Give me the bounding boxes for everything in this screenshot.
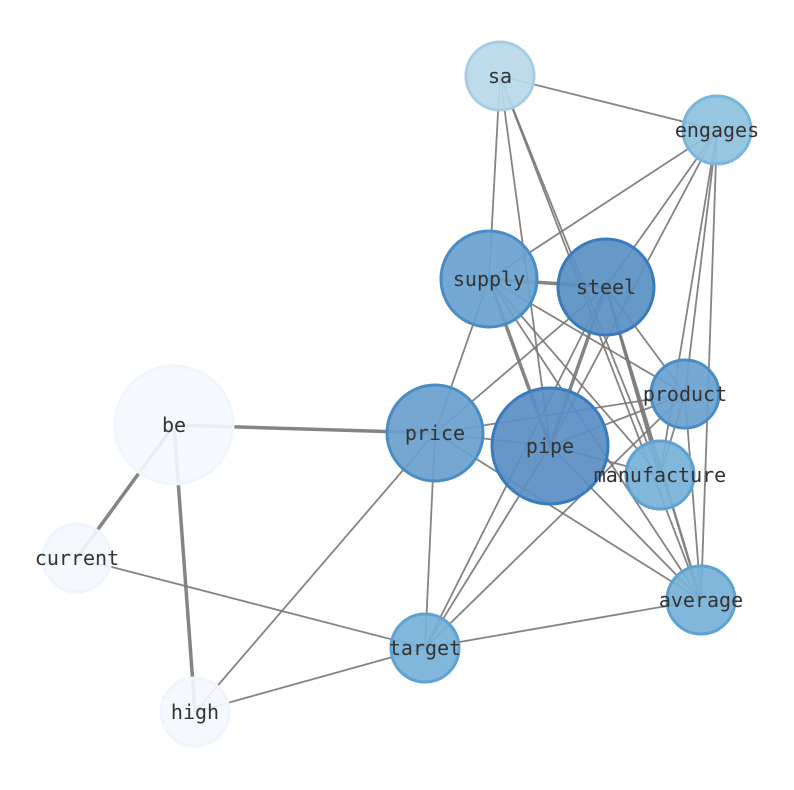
edge-engages-product	[684, 129, 718, 395]
node-label: sa	[488, 64, 512, 88]
node-circle	[113, 364, 235, 486]
edge-sa-engages	[499, 75, 718, 131]
node-label: engages	[675, 118, 759, 142]
node-label: current	[35, 546, 119, 570]
edge-price-high	[194, 432, 436, 713]
edge-sa-average	[499, 75, 702, 601]
edge-price-average	[434, 432, 702, 601]
node-label: average	[659, 588, 743, 612]
edge-product-target	[424, 393, 686, 649]
node-be[interactable]: be	[113, 364, 235, 486]
node-average[interactable]: average	[659, 564, 743, 636]
node-product[interactable]: product	[643, 358, 727, 430]
edge-engages-average	[700, 129, 718, 601]
edge-target-high	[194, 647, 426, 713]
node-manufacture[interactable]: manufacture	[594, 439, 726, 511]
node-circle	[464, 40, 536, 112]
node-circle	[490, 386, 610, 506]
node-circle	[556, 237, 656, 337]
node-label: high	[171, 700, 219, 724]
node-circle	[681, 94, 753, 166]
edge-target-average	[424, 599, 702, 649]
node-label: product	[643, 382, 727, 406]
node-current[interactable]: current	[35, 522, 119, 594]
node-label: price	[405, 421, 465, 445]
node-pipe[interactable]: pipe	[490, 386, 610, 506]
node-label: steel	[576, 275, 636, 299]
node-circle	[389, 612, 461, 684]
node-high[interactable]: high	[159, 676, 231, 748]
node-target[interactable]: target	[389, 612, 461, 684]
node-price[interactable]: price	[385, 383, 485, 483]
node-circle	[649, 358, 721, 430]
node-label: pipe	[526, 434, 574, 458]
node-supply[interactable]: supply	[439, 229, 539, 329]
node-label: manufacture	[594, 463, 726, 487]
node-label: supply	[453, 267, 525, 291]
node-engages[interactable]: engages	[675, 94, 759, 166]
node-label: target	[389, 636, 461, 660]
edge-target-current	[76, 557, 426, 649]
node-circle	[159, 676, 231, 748]
node-steel[interactable]: steel	[556, 237, 656, 337]
node-circle	[665, 564, 737, 636]
node-circle	[385, 383, 485, 483]
node-circle	[624, 439, 696, 511]
node-label: be	[162, 413, 186, 437]
node-circle	[439, 229, 539, 329]
node-sa[interactable]: sa	[464, 40, 536, 112]
node-circle	[41, 522, 113, 594]
